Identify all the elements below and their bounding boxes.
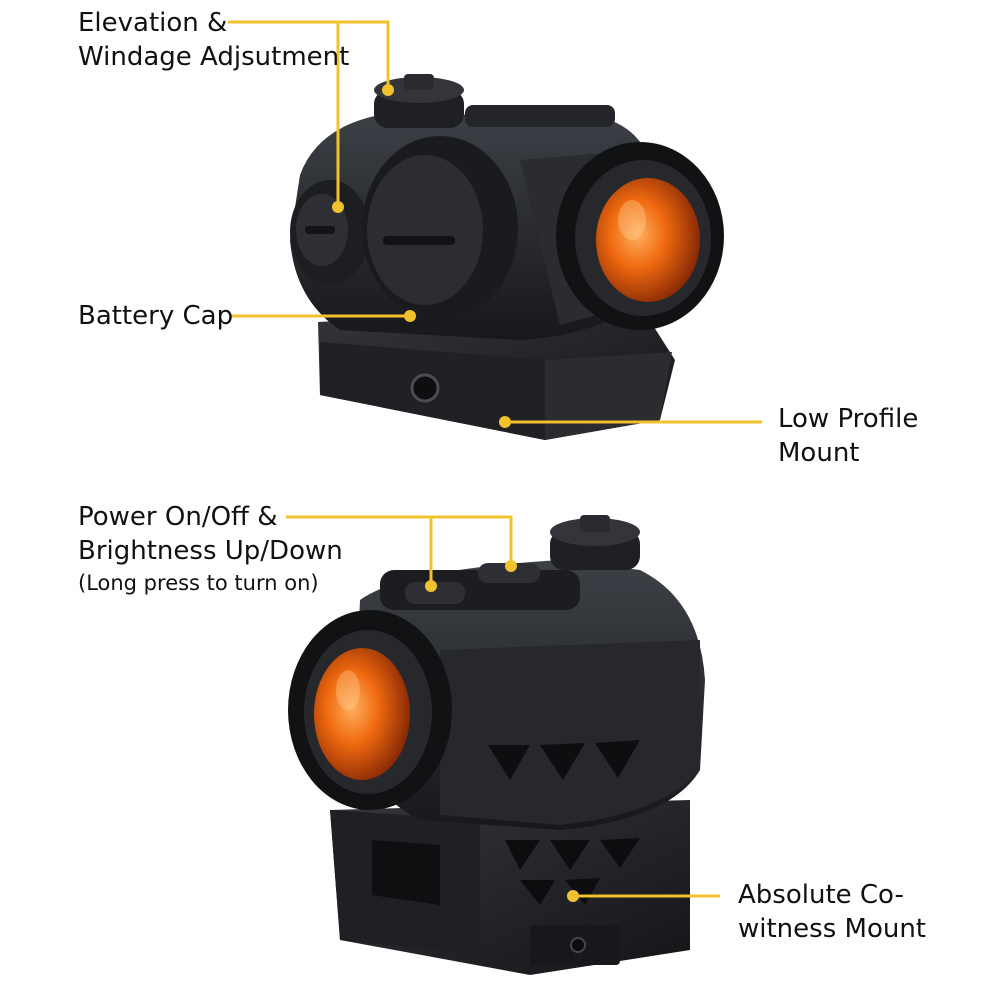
cowitness-line1: Absolute Co- — [738, 880, 904, 910]
bottom-turret — [550, 515, 640, 570]
elevation-windage-label: Elevation & Windage Adjsutment — [78, 6, 349, 74]
battery-cap-label: Battery Cap — [78, 299, 233, 333]
low-mount-line2: Mount — [778, 438, 860, 468]
leader-dots — [332, 84, 579, 902]
bottom-red-dot-sight — [288, 515, 705, 975]
leader-lines — [228, 20, 762, 898]
mount-screw — [410, 373, 440, 403]
battery-cap — [362, 136, 518, 320]
elevation-line1: Elevation & — [78, 8, 228, 38]
bottom-objective-lens — [288, 610, 452, 810]
cowitness-line2: witness Mount — [738, 914, 927, 944]
power-line3: (Long press to turn on) — [78, 571, 319, 595]
power-line2: Brightness Up/Down — [78, 536, 343, 566]
power-line1: Power On/Off & — [78, 502, 278, 532]
elevation-line2: Windage Adjsutment — [78, 42, 350, 72]
battery-line1: Battery Cap — [78, 301, 234, 331]
power-brightness-buttons — [380, 563, 580, 610]
low-mount-line1: Low Profile — [778, 404, 919, 434]
leader-power — [286, 515, 513, 566]
leader-elevation-top — [228, 20, 390, 90]
top-objective-lens — [556, 142, 724, 330]
power-brightness-label: Power On/Off & Brightness Up/Down (Long … — [78, 500, 343, 598]
cowitness-mount-label: Absolute Co- witness Mount — [738, 878, 926, 946]
windage-knob — [290, 180, 370, 284]
low-profile-mount-label: Low Profile Mount — [778, 402, 918, 470]
cowitness-mount — [330, 800, 690, 975]
elevation-turret — [374, 74, 464, 128]
top-red-dot-sight — [290, 74, 724, 440]
